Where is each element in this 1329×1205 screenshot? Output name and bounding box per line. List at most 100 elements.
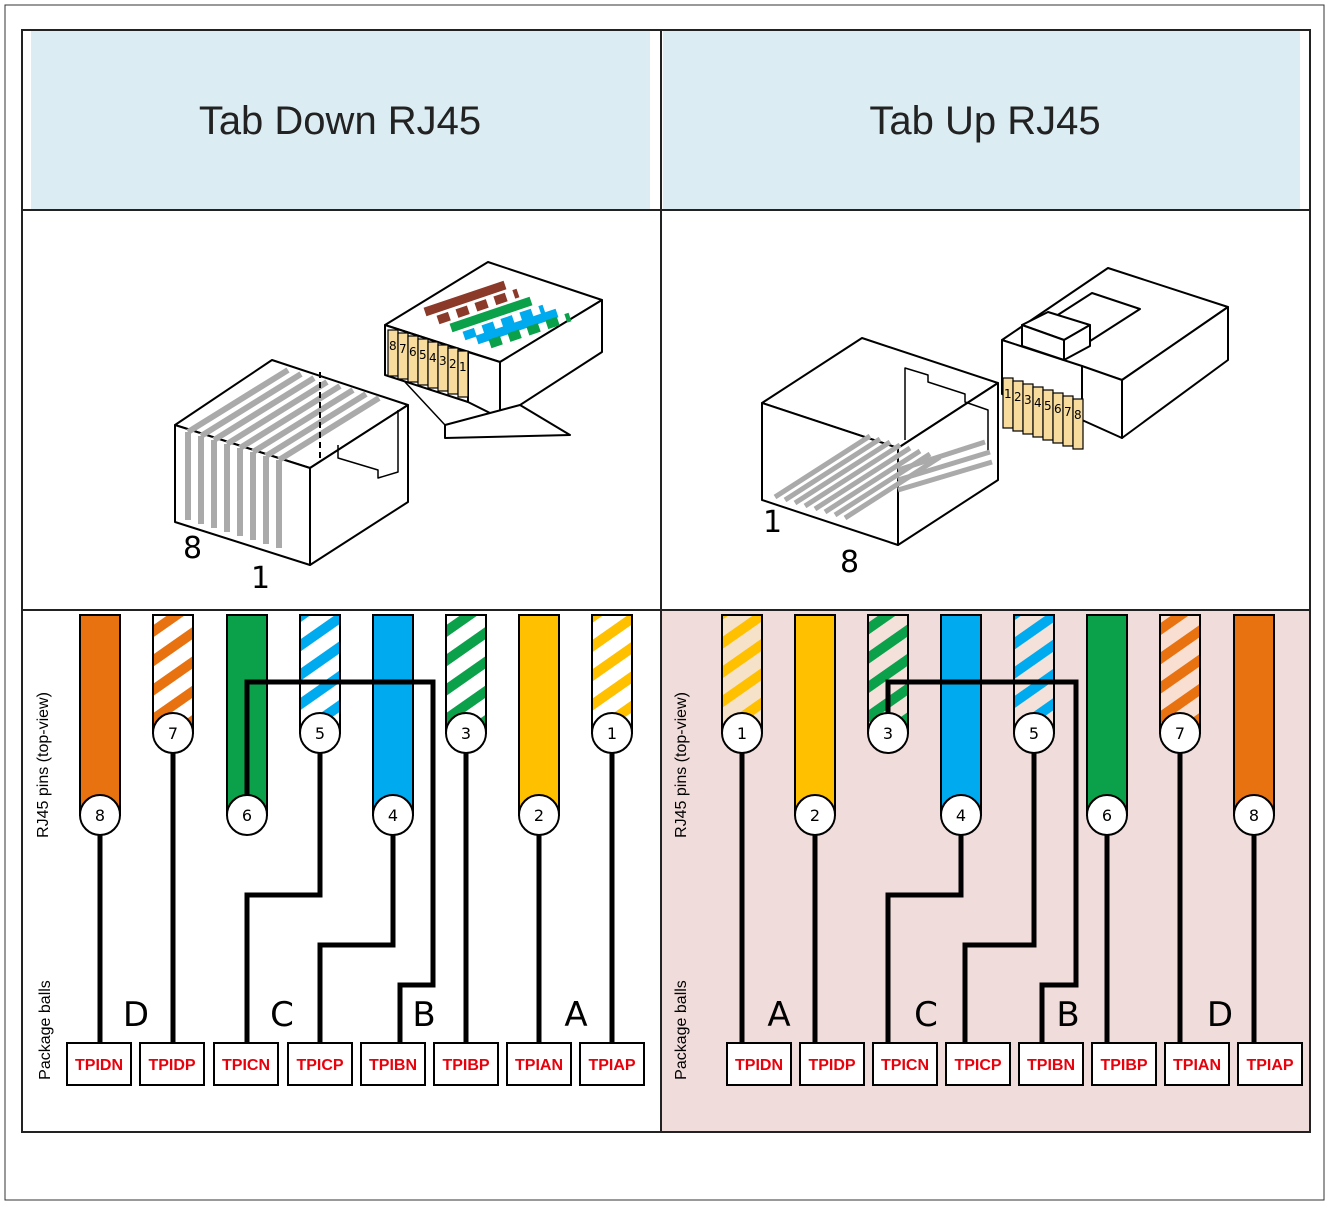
right-pin-axis-label: RJ45 pins (top-view) — [673, 692, 690, 838]
right-traces — [739, 679, 1257, 1047]
ball-label: TPICN — [881, 1057, 929, 1074]
title-tab-up: Tab Up RJ45 — [869, 99, 1100, 143]
ball-box — [872, 1042, 938, 1086]
tab-down-plug-contacts — [387, 329, 469, 398]
left-pin-circle — [79, 794, 121, 836]
ball-label: TPIDN — [735, 1057, 783, 1074]
ball-label: TPICN — [222, 1057, 270, 1074]
tab-down-plug-wires — [423, 280, 572, 349]
tab-up-jack-illustration — [761, 337, 999, 546]
wire-pin-8 — [1233, 614, 1275, 816]
wire-pin-8 — [79, 614, 121, 816]
pair-label: C — [914, 995, 938, 1035]
ball-box — [945, 1042, 1011, 1086]
tab-down-plug-contact-numbers: 8 7 6 5 4 3 2 1 — [389, 339, 467, 374]
right-pin-circle — [867, 712, 909, 754]
pair-label: A — [767, 995, 790, 1035]
svg-text:7: 7 — [399, 342, 407, 356]
ball-label: TPIAP — [1246, 1057, 1293, 1074]
header-right-bg — [663, 31, 1300, 209]
pair-label: C — [270, 995, 294, 1035]
right-pin-circle — [1233, 794, 1275, 836]
right-pin-number: 7 — [1175, 724, 1185, 743]
right-pin-number: 4 — [956, 806, 966, 825]
right-pin-circle — [1086, 794, 1128, 836]
ball-box — [1164, 1042, 1230, 1086]
pair-label: D — [1207, 995, 1233, 1035]
svg-text:6: 6 — [1054, 402, 1062, 416]
right-ball-labels: TPIDN TPIDP TPICN TPICP TPIBN TPIBP TPIA… — [735, 1057, 1294, 1074]
svg-text:6: 6 — [409, 345, 417, 359]
jack-pin-8-label: 8 — [183, 531, 202, 566]
ball-label: TPIDP — [148, 1057, 195, 1074]
ball-label: TPICP — [954, 1057, 1001, 1074]
left-ball-axis-label: Package balls — [37, 980, 54, 1080]
right-package-balls — [726, 1042, 1303, 1086]
right-pin-circle — [1013, 712, 1055, 754]
ball-label: TPIBP — [442, 1057, 489, 1074]
pair-label: B — [1056, 995, 1079, 1035]
right-ball-axis-label: Package balls — [673, 980, 690, 1080]
left-traces — [97, 679, 615, 1047]
left-pin-number: 2 — [534, 806, 544, 825]
jack-pin-1-label: 1 — [251, 561, 270, 596]
tab-up-jack-pin-1-label: 1 — [763, 505, 782, 540]
svg-text:3: 3 — [439, 354, 447, 368]
ball-box — [506, 1042, 572, 1086]
left-pin-circle — [299, 712, 341, 754]
right-pin-number: 2 — [810, 806, 820, 825]
svg-text:3: 3 — [1024, 393, 1032, 407]
ball-box — [287, 1042, 353, 1086]
right-pin-circles — [721, 712, 1275, 836]
header-left-bg — [31, 31, 650, 209]
ball-box — [433, 1042, 499, 1086]
tab-up-plug-contacts — [1002, 377, 1084, 450]
ball-label: TPIAN — [1173, 1057, 1221, 1074]
table-grid — [21, 29, 1311, 1133]
left-pin-circles — [79, 712, 633, 836]
ball-label: TPICP — [296, 1057, 343, 1074]
left-pin-circle — [152, 712, 194, 754]
ball-box — [1237, 1042, 1303, 1086]
ball-label: TPIAN — [515, 1057, 563, 1074]
ball-label: TPIAP — [588, 1057, 635, 1074]
ball-label: TPIDP — [808, 1057, 855, 1074]
svg-text:8: 8 — [1074, 408, 1082, 422]
tab-down-jack-illustration — [174, 359, 409, 566]
ball-box — [213, 1042, 279, 1086]
left-pin-number: 5 — [315, 724, 325, 743]
svg-text:4: 4 — [429, 351, 437, 365]
svg-text:8: 8 — [389, 339, 397, 353]
left-pin-circle — [226, 794, 268, 836]
right-pin-number: 6 — [1102, 806, 1112, 825]
wire-pin-3 — [445, 614, 487, 734]
svg-text:5: 5 — [419, 348, 427, 362]
left-pin-axis-label: RJ45 pins (top-view) — [35, 692, 52, 838]
left-pin-circle — [591, 712, 633, 754]
pair-label: D — [123, 995, 149, 1035]
ball-box — [799, 1042, 865, 1086]
wire-pin-2 — [794, 614, 836, 816]
ball-box — [139, 1042, 205, 1086]
ball-box — [66, 1042, 132, 1086]
tab-up-plug-contact-numbers: 1 2 3 4 5 6 7 8 — [1004, 387, 1082, 422]
left-pin-circle — [445, 712, 487, 754]
svg-text:2: 2 — [1014, 390, 1022, 404]
right-pin-circle — [794, 794, 836, 836]
right-pin-numbers: 1 2 3 4 5 6 7 8 — [737, 724, 1259, 825]
svg-text:4: 4 — [1034, 396, 1042, 410]
right-pin-number: 5 — [1029, 724, 1039, 743]
right-pin-circle — [721, 712, 763, 754]
ball-box — [1091, 1042, 1157, 1086]
ball-label: TPIBN — [369, 1057, 417, 1074]
wire-pin-6 — [1086, 614, 1128, 816]
svg-text:7: 7 — [1064, 405, 1072, 419]
tab-up-jack-pin-8-label: 8 — [840, 545, 859, 580]
svg-text:1: 1 — [459, 360, 467, 374]
pair-label: B — [412, 995, 435, 1035]
right-pin-number: 1 — [737, 724, 747, 743]
left-pin-number: 4 — [388, 806, 398, 825]
title-tab-down: Tab Down RJ45 — [199, 99, 481, 143]
left-pin-number: 6 — [242, 806, 252, 825]
left-ball-labels: TPIDN TPIDP TPICN TPICP TPIBN TPIBP TPIA… — [75, 1057, 636, 1074]
